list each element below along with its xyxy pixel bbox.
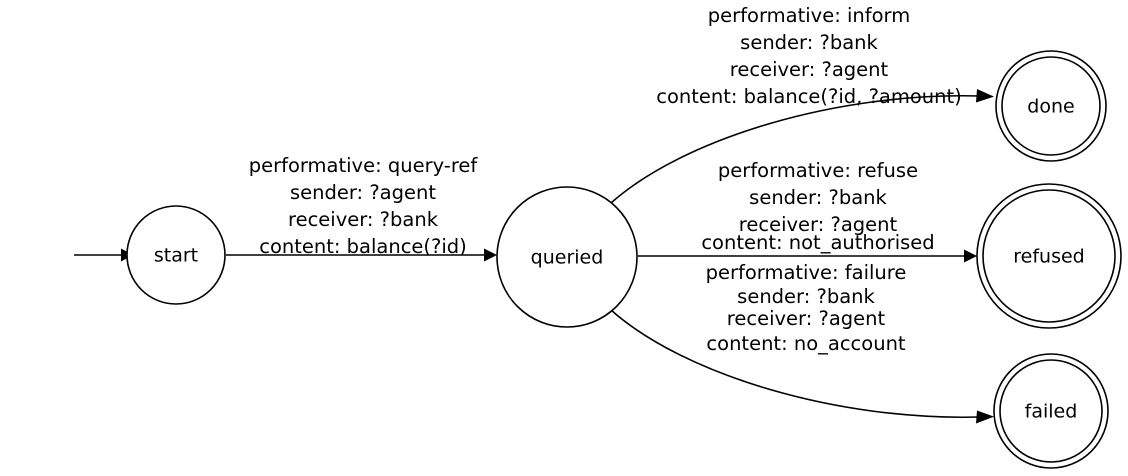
edge-label-line-1: sender: ?bank [737, 285, 875, 308]
edge-label-line-3: content: not_authorised [701, 231, 934, 254]
node-queried-label: queried [531, 247, 604, 269]
edge-label-line-3: content: balance(?id) [259, 235, 467, 258]
edge-queried-to-failed [610, 309, 994, 424]
node-failed-label: failed [1025, 401, 1078, 423]
edge-label-queried-to-done: performative: inform sender: ?bank recei… [656, 4, 962, 108]
node-start[interactable]: start [126, 205, 226, 305]
edge-label-line-2: receiver: ?agent [727, 307, 886, 330]
edge-queried-to-failed-path [610, 309, 981, 419]
node-refused-label: refused [1013, 246, 1084, 268]
edge-label-line-3: content: no_account [706, 332, 906, 355]
node-done-label: done [1027, 96, 1074, 118]
edge-queried-to-done-path [610, 94, 981, 204]
edge-label-line-0: performative: refuse [718, 159, 918, 182]
node-queried[interactable]: queried [496, 186, 638, 328]
initial-state-arrow [74, 248, 133, 262]
node-start-label: start [154, 245, 198, 267]
node-failed[interactable]: failed [993, 353, 1109, 469]
edge-label-start-to-queried: performative: query-ref sender: ?agent r… [249, 154, 479, 258]
edge-label-line-1: sender: ?agent [290, 181, 436, 204]
edge-label-line-3: content: balance(?id, ?amount) [656, 85, 962, 108]
edge-label-queried-to-refused: performative: refuse sender: ?bank recei… [701, 159, 934, 254]
node-done-inner-circle[interactable] [1001, 56, 1101, 156]
edge-queried-to-refused [638, 249, 977, 263]
edge-label-line-2: receiver: ?bank [288, 208, 439, 231]
edge-label-line-0: performative: query-ref [249, 154, 479, 177]
edge-queried-to-refused-arrowhead [964, 249, 977, 263]
edge-start-to-queried [226, 248, 497, 262]
edge-queried-to-done [610, 89, 994, 204]
edge-queried-to-failed-arrowhead [976, 410, 994, 424]
node-queried-circle[interactable] [496, 186, 638, 328]
node-refused-inner-circle[interactable] [982, 189, 1116, 323]
node-failed-inner-circle[interactable] [999, 359, 1103, 463]
edge-label-line-2: receiver: ?agent [739, 213, 898, 236]
node-refused[interactable]: refused [976, 183, 1122, 329]
node-start-circle[interactable] [126, 205, 226, 305]
edge-label-line-1: sender: ?bank [740, 31, 878, 54]
edge-label-line-0: performative: failure [706, 261, 907, 284]
edge-label-line-2: receiver: ?agent [730, 58, 889, 81]
edge-label-line-1: sender: ?bank [749, 186, 887, 209]
node-done[interactable]: done [995, 50, 1107, 162]
edge-label-line-0: performative: inform [708, 4, 910, 27]
edge-label-queried-to-failed: performative: failure sender: ?bank rece… [706, 261, 907, 355]
edge-queried-to-done-arrowhead [976, 89, 994, 103]
edge-start-to-queried-arrowhead [484, 248, 497, 262]
